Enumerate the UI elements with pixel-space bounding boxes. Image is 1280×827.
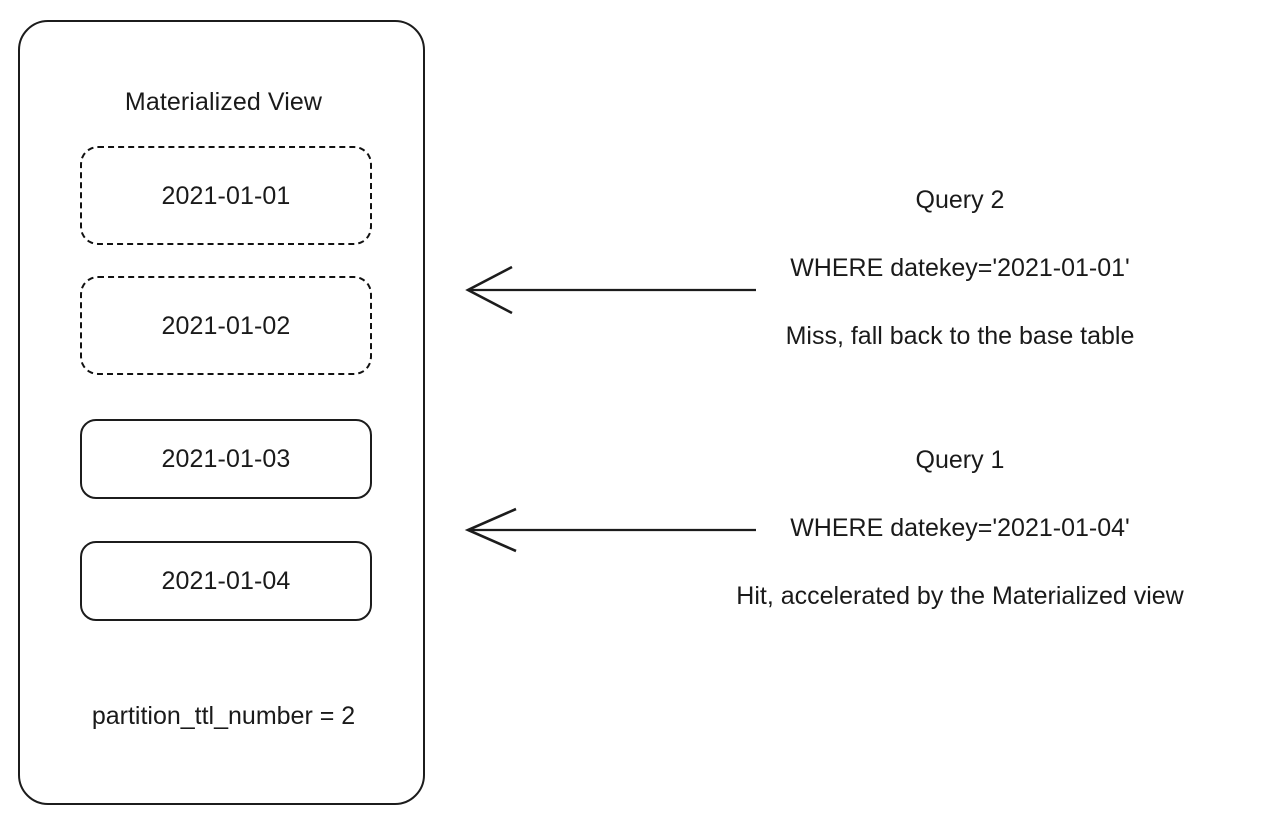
query-annotation-query-2: Query 2 WHERE datekey='2021-01-01' Miss,… <box>640 185 1280 351</box>
partition-label: 2021-01-03 <box>161 445 291 473</box>
partition-label: 2021-01-01 <box>161 181 291 210</box>
partition-label: 2021-01-04 <box>161 567 291 595</box>
arrow-left-icon-query-2 <box>465 265 756 315</box>
partition-label: 2021-01-02 <box>161 311 291 340</box>
query-where-clause: WHERE datekey='2021-01-01' <box>790 254 1130 282</box>
partition-box-present-2: 2021-01-04 <box>80 541 372 621</box>
materialized-view-container: Materialized View 2021-01-01 2021-01-02 … <box>18 20 425 805</box>
partition-box-evicted-2: 2021-01-02 <box>80 276 372 375</box>
query-where-clause: WHERE datekey='2021-01-04' <box>790 514 1130 542</box>
partition-box-evicted-1: 2021-01-01 <box>80 146 372 245</box>
arrow-left-icon-query-1 <box>464 507 756 553</box>
query-outcome: Hit, accelerated by the Materialized vie… <box>736 582 1184 610</box>
materialized-view-title: Materialized View <box>124 88 323 116</box>
query-title: Query 2 <box>915 186 1005 214</box>
query-outcome: Miss, fall back to the base table <box>785 322 1135 350</box>
query-annotation-query-1: Query 1 WHERE datekey='2021-01-04' Hit, … <box>640 445 1280 611</box>
query-title: Query 1 <box>915 446 1005 474</box>
partition-ttl-label: partition_ttl_number = 2 <box>91 702 356 730</box>
partition-box-present-1: 2021-01-03 <box>80 419 372 499</box>
